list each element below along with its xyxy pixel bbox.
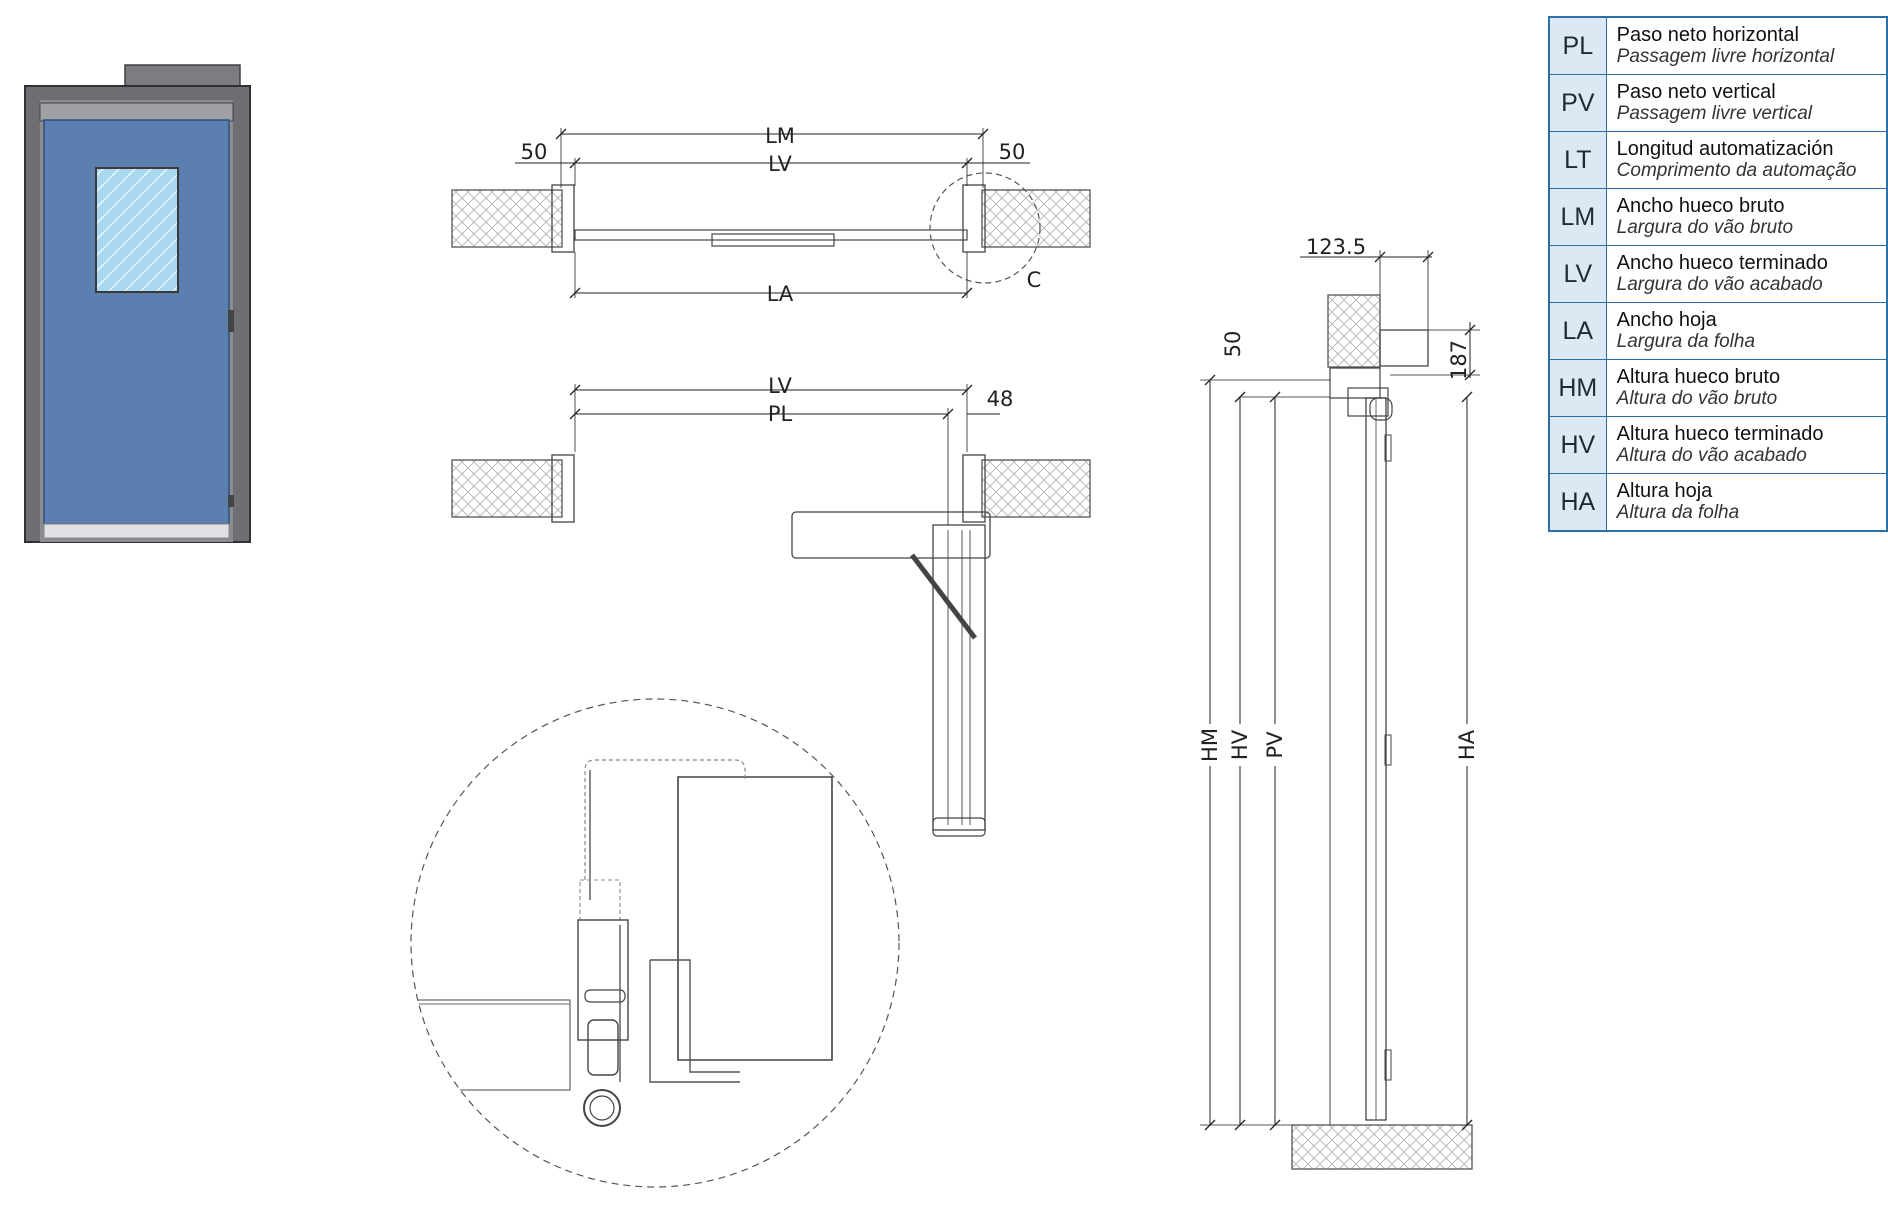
legend-spanish: Altura hoja xyxy=(1616,480,1713,502)
legend-spanish: Altura hueco bruto xyxy=(1616,366,1781,388)
dim-left-offset: 50 xyxy=(521,140,548,164)
legend-code: LA xyxy=(1548,302,1607,360)
legend-spanish: Altura hueco terminado xyxy=(1616,423,1824,445)
header-rail xyxy=(39,102,234,122)
dim-hm: HM xyxy=(1198,728,1222,762)
vision-panel xyxy=(95,167,179,293)
dim-pv: PV xyxy=(1263,731,1287,759)
legend-spanish: Longitud automatización xyxy=(1616,138,1834,160)
plan-view-open: LV PL 48 xyxy=(451,374,1091,837)
legend-spanish: Ancho hueco terminado xyxy=(1616,252,1828,274)
operator-unit xyxy=(1379,329,1429,367)
legend-code: LM xyxy=(1548,188,1607,246)
legend-portuguese: Largura do vão acabado xyxy=(1616,274,1823,295)
open-leaf xyxy=(932,524,986,831)
legend-code: HV xyxy=(1548,416,1607,474)
door-elevation xyxy=(24,64,251,543)
dim-pl-open: PL xyxy=(768,402,793,426)
detail-c-view xyxy=(410,698,900,1188)
dim-ha: HA xyxy=(1455,729,1479,760)
detail-c-callout xyxy=(929,172,1041,284)
legend-portuguese: Passagem livre horizontal xyxy=(1616,46,1835,67)
dim-50-lintel: 50 xyxy=(1221,331,1245,358)
vertical-section: 123.5 187 50 HM HV PV HA xyxy=(1196,235,1481,1170)
legend-portuguese: Comprimento da automação xyxy=(1616,160,1857,181)
dim-right-offset: 50 xyxy=(999,140,1026,164)
dim-187: 187 xyxy=(1447,340,1471,380)
legend-portuguese: Largura da folha xyxy=(1616,331,1756,352)
legend-portuguese: Altura do vão acabado xyxy=(1616,445,1807,466)
legend-code: PV xyxy=(1548,74,1607,132)
dim-hv: HV xyxy=(1228,729,1252,760)
legend-spanish: Paso neto horizontal xyxy=(1616,24,1799,46)
operator-arm-housing xyxy=(791,511,991,559)
legend-code: PL xyxy=(1548,16,1607,75)
dim-48-open: 48 xyxy=(987,387,1014,411)
legend-spanish: Ancho hueco bruto xyxy=(1616,195,1785,217)
legend-spanish: Ancho hoja xyxy=(1616,309,1717,331)
detail-c-label: C xyxy=(1027,268,1042,292)
plan-view-closed: LM LV LA 50 50 C xyxy=(451,124,1091,306)
legend-code: LV xyxy=(1548,245,1607,303)
legend-code: LT xyxy=(1548,131,1607,189)
kick-plate xyxy=(43,523,230,539)
legend-code: HA xyxy=(1548,473,1607,532)
legend-portuguese: Altura do vão bruto xyxy=(1616,388,1778,409)
legend-code: HM xyxy=(1548,359,1607,417)
dim-123-5: 123.5 xyxy=(1306,235,1366,259)
legend-portuguese: Passagem livre vertical xyxy=(1616,103,1812,124)
dim-lm-top: LM xyxy=(765,124,795,148)
dim-lv-open: LV xyxy=(768,374,792,398)
legend-portuguese: Altura da folha xyxy=(1616,502,1740,523)
legend-portuguese: Largura do vão bruto xyxy=(1616,217,1794,238)
dim-la-top: LA xyxy=(767,282,794,306)
dim-lv-top: LV xyxy=(768,152,792,176)
legend-spanish: Paso neto vertical xyxy=(1616,81,1776,103)
operator-box xyxy=(124,64,241,89)
